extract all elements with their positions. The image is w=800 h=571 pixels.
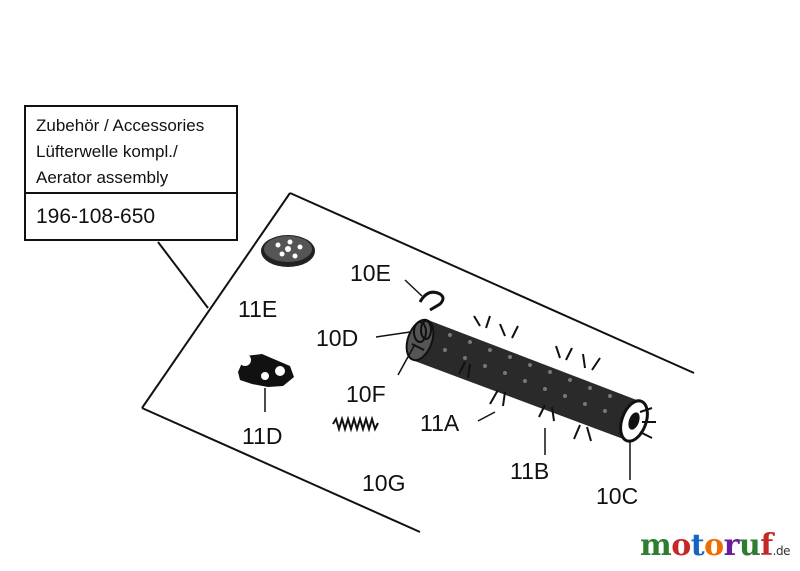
part-description: Zubehör / Accessories Lüfterwelle kompl.…	[26, 107, 236, 194]
label-10g: 10G	[362, 470, 406, 496]
part-number: 196-108-650	[36, 205, 156, 228]
parts-panel-outline	[141, 192, 695, 533]
part-10g-spring	[332, 415, 379, 433]
description-line-1: Zubehör / Accessories	[36, 116, 205, 135]
label-10e: 10E	[350, 260, 391, 286]
callout-leaders	[264, 279, 631, 480]
part-10e-clip	[418, 290, 445, 312]
watermark-letter: r	[723, 528, 740, 563]
watermark-tld: .de	[772, 544, 791, 558]
watermark-letter: o	[704, 528, 724, 563]
part-10f-pin	[411, 343, 425, 351]
infobox-leader-line	[157, 241, 209, 309]
label-11a: 11A	[420, 410, 460, 436]
label-10f: 10F	[346, 381, 386, 407]
motoruf-watermark-logo: motoruf.de	[640, 528, 791, 563]
part-11d-bracket	[238, 354, 294, 387]
part-aerator-tines	[458, 315, 656, 442]
description-line-3: Aerator assembly	[36, 168, 169, 187]
label-11e: 11E	[238, 296, 278, 322]
watermark-letter: t	[690, 528, 705, 563]
part-10d-washer	[413, 320, 432, 343]
part-info-box: Zubehör / Accessories Lüfterwelle kompl.…	[24, 105, 238, 241]
label-11b: 11B	[510, 458, 550, 484]
label-11d: 11D	[242, 423, 283, 449]
label-10c: 10C	[596, 483, 639, 509]
label-10d: 10D	[316, 325, 359, 351]
watermark-letter: u	[738, 528, 761, 563]
watermark-letter: f	[760, 528, 773, 563]
watermark-letter: o	[671, 528, 691, 563]
part-11e-disc	[261, 235, 315, 267]
watermark-letter: m	[640, 528, 672, 563]
description-line-2: Lüfterwelle kompl./	[36, 142, 178, 161]
